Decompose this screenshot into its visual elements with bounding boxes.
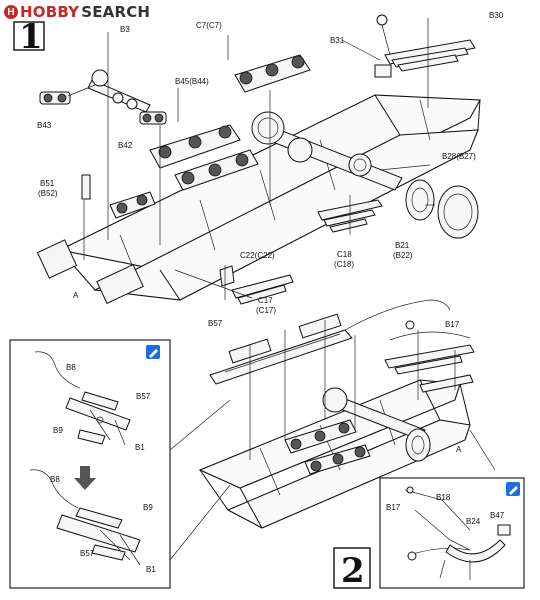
label-b8-bottom: B8 xyxy=(50,475,60,484)
label-b17-inset: B17 xyxy=(386,503,401,512)
step-2-panel: 2 B57 B17 A xyxy=(198,299,496,591)
logo-mark: H xyxy=(4,5,18,19)
label-b28: B28(B27) xyxy=(442,152,476,161)
bogie-c7 xyxy=(234,54,311,93)
label-b8-top: B8 xyxy=(66,363,76,372)
label-c7: C7(C7) xyxy=(196,21,222,30)
label-b17-step2: B17 xyxy=(445,320,460,329)
rear-axle-step2 xyxy=(322,387,431,462)
leaf-spring-b30 xyxy=(374,14,476,78)
step-1-panel: 1 xyxy=(13,11,504,315)
label-b57-top: B57 xyxy=(136,392,151,401)
bracket-b51 xyxy=(81,174,91,200)
step-2-box xyxy=(333,547,371,589)
label-b21: B21 xyxy=(395,241,410,250)
label-b31: B31 xyxy=(330,36,345,45)
label-a-step1: A xyxy=(73,291,79,300)
assembly-arrows-step1 xyxy=(67,18,435,300)
part-b42 xyxy=(139,111,167,125)
bogie-step2 xyxy=(284,419,371,475)
label-c17b: (C17) xyxy=(256,306,276,315)
arrow-down-icon xyxy=(74,466,96,490)
label-b57-step2: B57 xyxy=(208,319,223,328)
inset-left-upper-assembly xyxy=(34,351,131,446)
step-2-number: 2 xyxy=(341,551,365,591)
part-b43 xyxy=(39,91,71,105)
assembly-arrows-step2 xyxy=(249,320,496,471)
leaf-spring-c17 xyxy=(219,265,294,305)
brake-drum-b21 xyxy=(405,179,435,221)
pencil-icon xyxy=(146,345,160,359)
wheel-cap-b28 xyxy=(437,185,479,239)
label-b1-top: B1 xyxy=(135,443,145,452)
label-b45: B45(B44) xyxy=(175,77,209,86)
label-b9-bottom: B9 xyxy=(143,503,153,512)
bogie-b45 xyxy=(149,124,241,169)
pencil-icon xyxy=(506,482,520,496)
rear-axle-step1 xyxy=(251,111,403,191)
label-b47-inset: B47 xyxy=(490,511,505,520)
label-b57-bottom: B57 xyxy=(80,549,95,558)
inset-left-box xyxy=(9,339,171,589)
label-c18: C18 xyxy=(337,250,352,259)
label-b42: B42 xyxy=(118,141,133,150)
label-b18-inset: B18 xyxy=(436,493,451,502)
label-b30: B30 xyxy=(489,11,504,20)
label-c17: C17 xyxy=(258,296,273,305)
label-b52: (B52) xyxy=(38,189,58,198)
step-1-number: 1 xyxy=(19,17,43,57)
label-b1-bottom: B1 xyxy=(146,565,156,574)
label-c22: C22(C22) xyxy=(240,251,275,260)
label-b9-top: B9 xyxy=(53,426,63,435)
logo-word-search: SEARCH xyxy=(81,3,151,21)
logo-word-hobby: HOBBY xyxy=(20,3,80,21)
label-b51: B51 xyxy=(40,179,55,188)
bogie-lower xyxy=(109,149,259,219)
inset-left-detail: B8 B57 B9 B1 B8 B9 B57 B1 xyxy=(9,339,231,589)
front-axle-b3 xyxy=(87,69,151,113)
watermark-header: H HOBBY SEARCH xyxy=(4,2,150,22)
label-c18b: (C18) xyxy=(334,260,354,269)
label-b43: B43 xyxy=(37,121,52,130)
label-a-step2: A xyxy=(456,445,462,454)
label-b22: (B22) xyxy=(393,251,413,260)
inset-left-callout xyxy=(169,399,231,561)
inset-right-assembly xyxy=(404,486,511,580)
step-1-box xyxy=(13,21,45,51)
rear-spring-b17-step2 xyxy=(384,320,475,393)
label-b24-inset: B24 xyxy=(466,517,481,526)
inset-left-lower-assembly xyxy=(29,469,141,566)
label-b3: B3 xyxy=(120,25,130,34)
inset-right-detail: B18 B17 B24 B47 xyxy=(379,477,525,589)
